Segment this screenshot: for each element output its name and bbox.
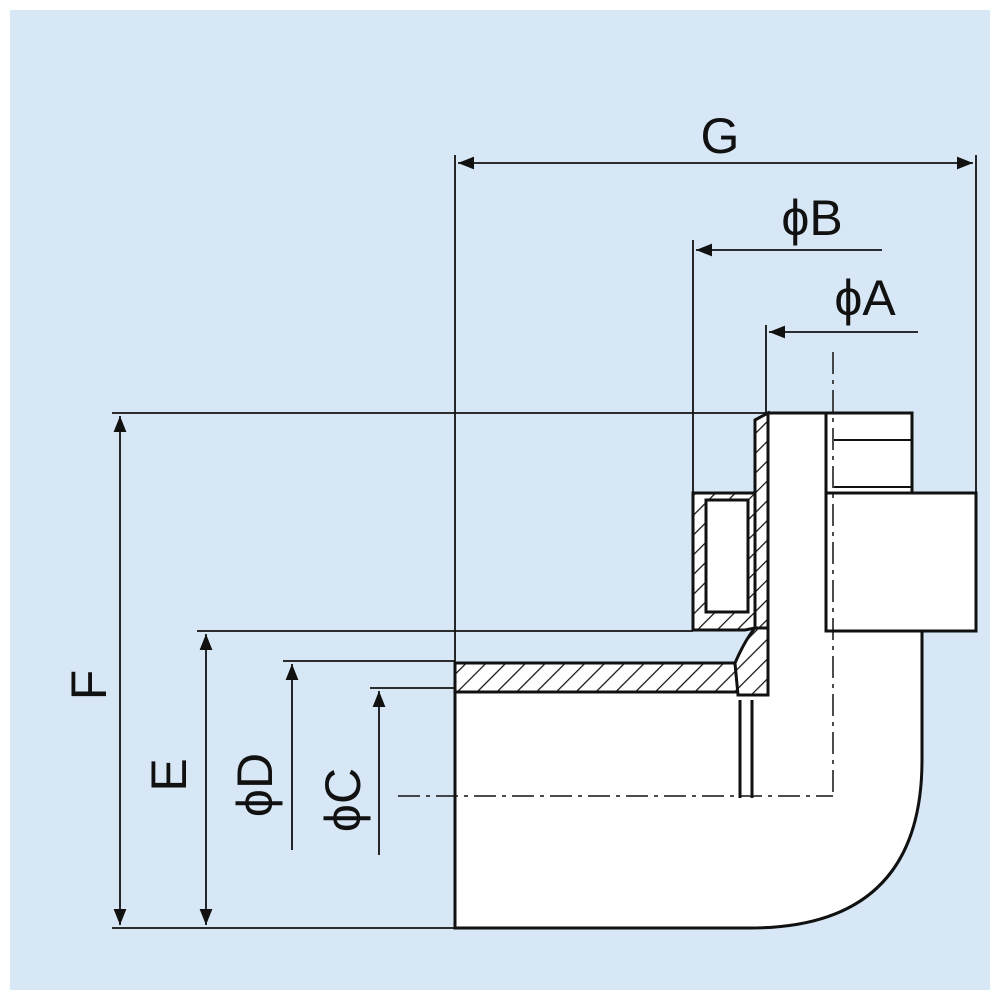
center-lines [398,352,834,797]
dimension-lines [113,156,973,925]
collar-inner [704,498,750,614]
corner-section [733,626,770,697]
hex-nut [824,491,978,633]
label-f: F [61,670,117,701]
vertical-wall-section [753,410,770,630]
label-d: ϕD [227,753,283,817]
label-g: G [701,108,740,164]
extension-lines [112,155,977,929]
label-b: ϕB [781,190,842,246]
label-e: E [141,758,197,791]
elbow-fitting [453,410,978,930]
label-a: ϕA [834,270,896,326]
threaded-stub [824,411,914,495]
label-c: ϕC [315,768,371,832]
horizontal-wall-section [453,661,740,694]
